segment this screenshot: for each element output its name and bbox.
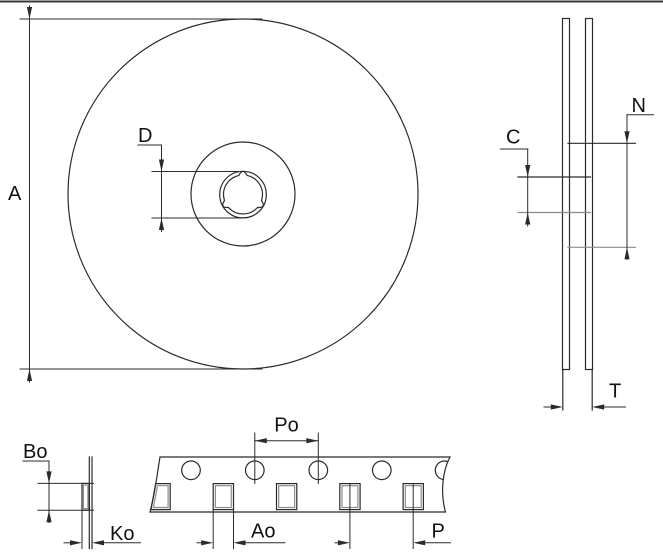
arrowhead — [233, 540, 246, 546]
reel-flange-circle — [67, 18, 419, 370]
dimension-pocket-depth: Ko — [63, 509, 141, 549]
arrowhead — [70, 540, 82, 546]
arrowhead — [337, 540, 350, 546]
arrowhead — [92, 540, 104, 546]
pocket-partial-inner — [152, 485, 169, 509]
arrowhead — [413, 540, 426, 546]
reel-side-view — [517, 17, 637, 411]
reel-hub-circle — [190, 141, 296, 247]
pocket-partial — [150, 483, 171, 511]
arrowhead — [592, 404, 605, 410]
sprocket-hole — [371, 460, 392, 481]
sprocket-hole — [181, 460, 201, 481]
tape-section-detail — [81, 456, 93, 550]
reel-right-flange — [584, 17, 594, 371]
dimension-pocket-pitch: P — [334, 483, 451, 549]
arrowhead — [46, 471, 52, 484]
dimension-reel-diameter: A — [8, 5, 263, 383]
arrowhead — [624, 247, 630, 260]
dimension-pocket-width: Ao — [196, 509, 286, 549]
tape-strip-outline — [149, 456, 451, 513]
dimension-sprocket-pitch: Po — [254, 415, 319, 484]
dimension-d-label: D — [138, 125, 152, 147]
arrowhead — [525, 165, 531, 177]
arrowhead — [26, 7, 33, 19]
dimension-ao-label: Ao — [251, 521, 275, 543]
dimension-hub-recess: C — [500, 127, 531, 227]
arrowhead — [550, 404, 563, 410]
pocket-inner — [214, 485, 232, 509]
tape-strip-top-view — [149, 456, 451, 513]
arrowhead — [306, 438, 319, 444]
arrowhead — [46, 510, 52, 523]
pocket — [212, 483, 235, 511]
arrowhead — [254, 438, 267, 444]
dimension-reel-thickness: T — [543, 381, 626, 410]
pocket-section-inner — [82, 484, 89, 510]
dimension-pocket-depth-side: Bo — [22, 441, 94, 523]
dimension-hub-diameter: N — [624, 95, 654, 260]
arrowhead — [158, 159, 165, 172]
dimension-p-label: P — [432, 521, 445, 543]
dimension-c-label: C — [506, 127, 520, 149]
arrowhead — [26, 369, 33, 381]
reel-center-hole-circle — [219, 170, 267, 219]
reel-front-view — [67, 18, 419, 370]
dimension-bo-label: Bo — [23, 441, 47, 463]
dimension-ko-label: Ko — [110, 523, 134, 545]
dimension-po-label: Po — [274, 415, 298, 437]
dimension-n-label: N — [632, 95, 646, 117]
pocket — [275, 483, 298, 511]
reel-left-flange — [561, 17, 571, 371]
arrowhead — [201, 540, 214, 546]
arrowhead — [624, 131, 630, 144]
dimension-center-hole: D — [137, 125, 244, 232]
reel-drive-keyhole — [222, 170, 264, 215]
pocket-inner — [278, 485, 296, 509]
arrowhead — [158, 218, 165, 230]
dimension-t-label: T — [609, 381, 621, 403]
dimension-a-label: A — [8, 183, 22, 205]
arrowhead — [525, 212, 531, 225]
